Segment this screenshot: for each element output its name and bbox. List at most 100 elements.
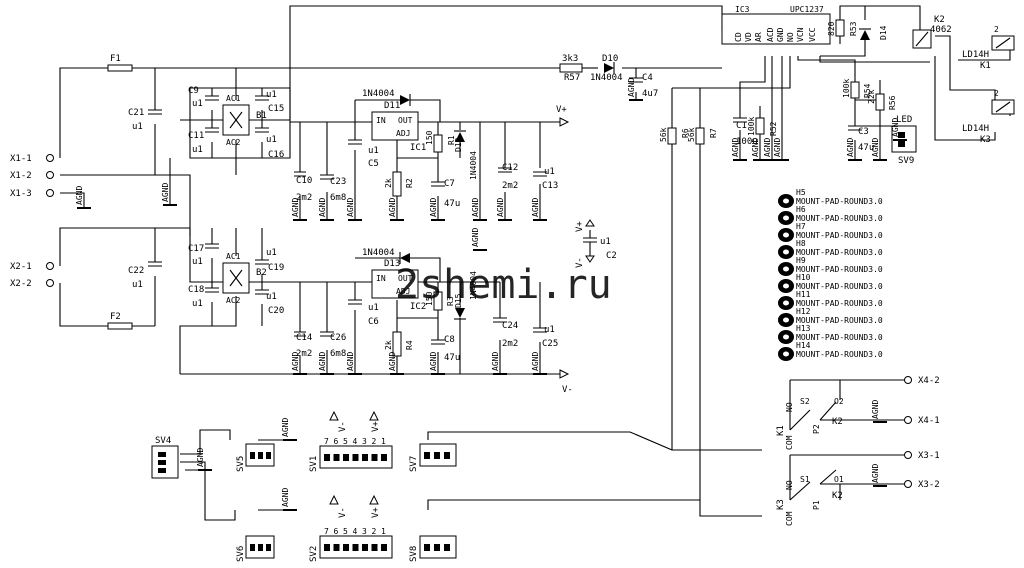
header-pin bbox=[352, 454, 359, 461]
mount-pads: H5MOUNT-PAD-ROUND3.0H6MOUNT-PAD-ROUND3.0… bbox=[778, 188, 883, 361]
agnd-label: AGND bbox=[429, 352, 438, 371]
label-c9: C9 bbox=[188, 86, 199, 96]
header-pin-number: 4 bbox=[353, 527, 358, 536]
value-c19: u1 bbox=[266, 248, 277, 258]
contact-k2-lower: K2 bbox=[832, 491, 843, 501]
mount-pad-ref: H10 bbox=[796, 273, 811, 282]
agnd-label: AGND bbox=[846, 138, 855, 157]
positive-regulator: C10 2m2 C23 6m8 u1 C5 1N4004 D11 IN OUT … bbox=[294, 89, 570, 209]
header-pin bbox=[343, 544, 349, 551]
value-c7: 47u bbox=[444, 199, 460, 209]
label-c25: C25 bbox=[542, 339, 558, 349]
label-c14: C14 bbox=[296, 333, 312, 343]
header-pin-number: 5 bbox=[343, 527, 348, 536]
label-k1: K1 bbox=[980, 61, 991, 71]
mount-pad-part: MOUNT-PAD-ROUND3.0 bbox=[796, 197, 883, 206]
label-x2-2: X2-2 bbox=[10, 279, 32, 289]
label-k3: K3 bbox=[980, 135, 991, 145]
header-pin-number: 2 bbox=[372, 527, 377, 536]
label-d10: D10 bbox=[602, 54, 618, 64]
header-pin-number: 5 bbox=[343, 437, 348, 446]
ic3-pin-vd: VD bbox=[744, 32, 753, 42]
label-r6: R6 bbox=[681, 128, 690, 138]
label-c19: C19 bbox=[268, 263, 284, 273]
label-sv1: SV1 bbox=[309, 456, 319, 472]
value-c2: u1 bbox=[600, 237, 611, 247]
agnd-label: AGND bbox=[871, 400, 880, 419]
agnd-label: AGND bbox=[75, 186, 84, 205]
value-c25: u1 bbox=[544, 325, 555, 335]
value-r57: 3k3 bbox=[562, 54, 578, 64]
label-sv2: SV2 bbox=[309, 546, 319, 562]
label-c1: C1 bbox=[736, 121, 747, 131]
mount-pad-part: MOUNT-PAD-ROUND3.0 bbox=[796, 282, 883, 291]
header-pin bbox=[333, 544, 340, 551]
contact-o1: O1 bbox=[834, 475, 844, 484]
value-c26: 6m8 bbox=[330, 349, 346, 359]
label-r7: R7 bbox=[709, 128, 718, 138]
label-r54: R54 bbox=[863, 83, 872, 98]
label-d11: D11 bbox=[384, 101, 400, 111]
value-c9: u1 bbox=[192, 99, 203, 109]
agnd-label: AGND bbox=[318, 352, 327, 371]
value-c5: u1 bbox=[368, 146, 379, 156]
header-pin bbox=[371, 544, 378, 551]
value-c20: u1 bbox=[266, 292, 277, 302]
label-c16: C16 bbox=[268, 150, 284, 160]
mount-pad-part: MOUNT-PAD-ROUND3.0 bbox=[796, 265, 883, 274]
input-connectors: X1-1 X1-2 X1-3 X2-1 X2-2 bbox=[10, 154, 54, 289]
label-ic3: IC3 bbox=[735, 5, 750, 14]
header-pin-number: 6 bbox=[334, 527, 339, 536]
label-sv5: SV5 bbox=[236, 456, 246, 472]
value-c14: 2m2 bbox=[296, 349, 312, 359]
agnd-label: AGND bbox=[496, 198, 505, 217]
label-r1: R1 bbox=[447, 135, 456, 145]
agnd-label: AGND bbox=[751, 138, 760, 157]
label-c18: C18 bbox=[188, 285, 204, 295]
c2-vplus: V+ bbox=[575, 221, 585, 232]
header-pin-number: 6 bbox=[334, 437, 339, 446]
sv1-vminus: V- bbox=[338, 421, 348, 432]
ic2-in: IN bbox=[376, 274, 386, 283]
agnd-label: AGND bbox=[471, 228, 480, 247]
label-c13: C13 bbox=[542, 181, 558, 191]
b2-ac2: AC2 bbox=[226, 296, 241, 305]
label-k2-coil: K2 bbox=[934, 15, 945, 25]
value-c4: 4u7 bbox=[642, 89, 658, 99]
mount-pad-hole bbox=[783, 266, 789, 272]
mount-pad-ref: H5 bbox=[796, 188, 806, 197]
contact-k3: K3 bbox=[776, 499, 786, 510]
label-c5: C5 bbox=[368, 159, 379, 169]
header-pin-number: 4 bbox=[353, 437, 358, 446]
label-vminus-out: V- bbox=[562, 385, 573, 395]
relays: K2 4062 LD14H K1 2 LD14H K3 2 S2 O2 K2 P… bbox=[776, 15, 1015, 526]
label-c8: C8 bbox=[444, 335, 455, 345]
ic3-pin-cd: CD bbox=[734, 32, 743, 42]
agnd-label: AGND bbox=[731, 138, 740, 157]
label-ic1: IC1 bbox=[410, 143, 426, 153]
contact-k2-upper: K2 bbox=[832, 417, 843, 427]
label-c6: C6 bbox=[368, 317, 379, 327]
label-d13: D13 bbox=[384, 259, 400, 269]
label-c23: C23 bbox=[330, 177, 346, 187]
label-sv7: SV7 bbox=[409, 456, 419, 472]
fuses: F1 F2 bbox=[107, 54, 133, 330]
label-k1-type: LD14H bbox=[962, 50, 989, 60]
header-pin bbox=[333, 454, 340, 461]
value-k2-coil: 4062 bbox=[930, 25, 952, 35]
value-c12: 2m2 bbox=[502, 181, 518, 191]
label-r2: R2 bbox=[405, 178, 414, 188]
label-sv9: SV9 bbox=[898, 156, 914, 166]
value-r56: 22k bbox=[867, 89, 876, 104]
agnd-label: AGND bbox=[763, 138, 772, 157]
header-pin-number: 2 bbox=[372, 437, 377, 446]
value-d11: 1N4004 bbox=[362, 89, 395, 99]
label-c4: C4 bbox=[642, 73, 653, 83]
value-r4: 2k bbox=[384, 340, 393, 350]
mount-pad-hole bbox=[783, 317, 789, 323]
header-pin-number: 7 bbox=[324, 437, 329, 446]
contact-o2: O2 bbox=[834, 397, 844, 406]
contact-k1-com: COM bbox=[785, 435, 794, 450]
